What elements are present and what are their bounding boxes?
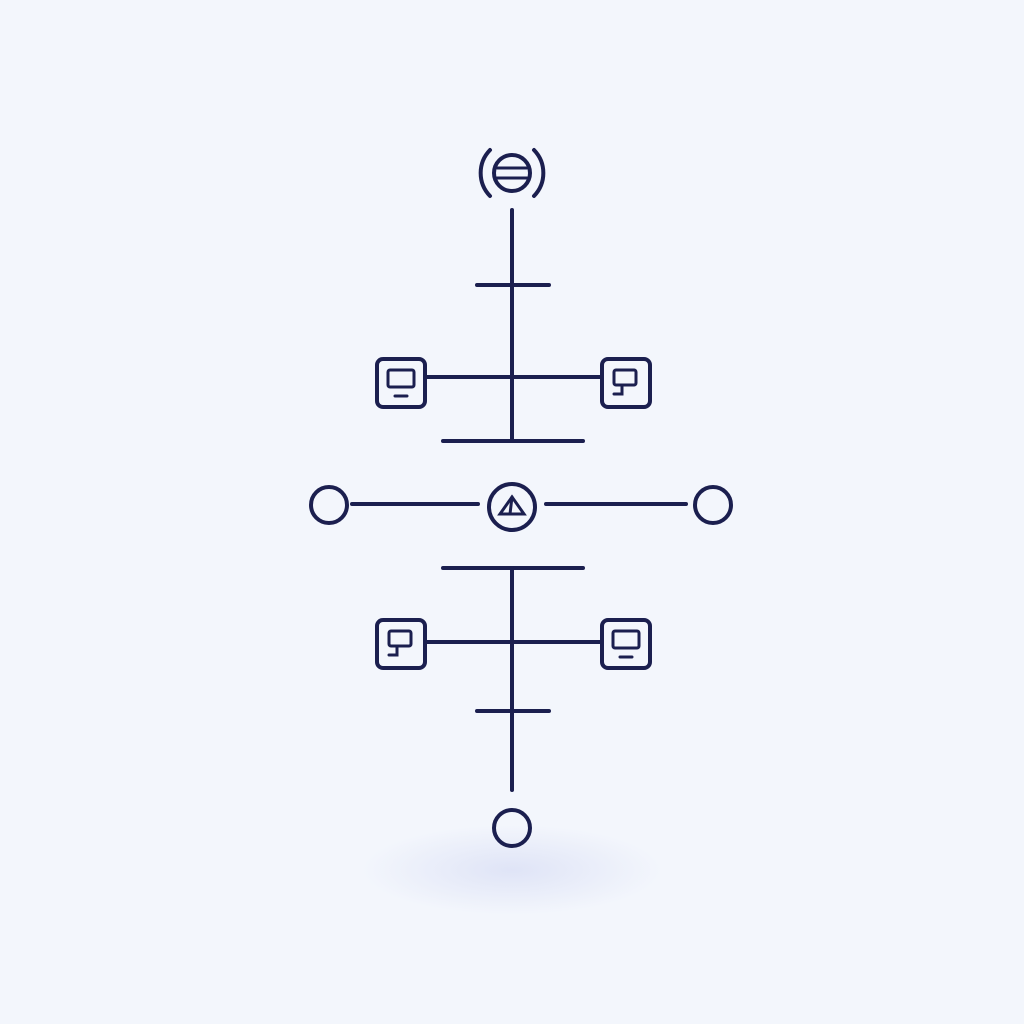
ground-shadow xyxy=(362,825,662,915)
endpoint-left-node[interactable] xyxy=(309,485,349,525)
router-icon[interactable] xyxy=(487,482,537,532)
monitor-icon-top-left[interactable] xyxy=(375,357,427,409)
endpoint-right-node[interactable] xyxy=(693,485,733,525)
globe-icon[interactable] xyxy=(478,148,546,198)
terminal-icon-bottom-left[interactable] xyxy=(375,618,427,670)
endpoint-bottom-node[interactable] xyxy=(492,808,532,848)
terminal-icon-top-right[interactable] xyxy=(600,357,652,409)
monitor-icon-bottom-right[interactable] xyxy=(600,618,652,670)
